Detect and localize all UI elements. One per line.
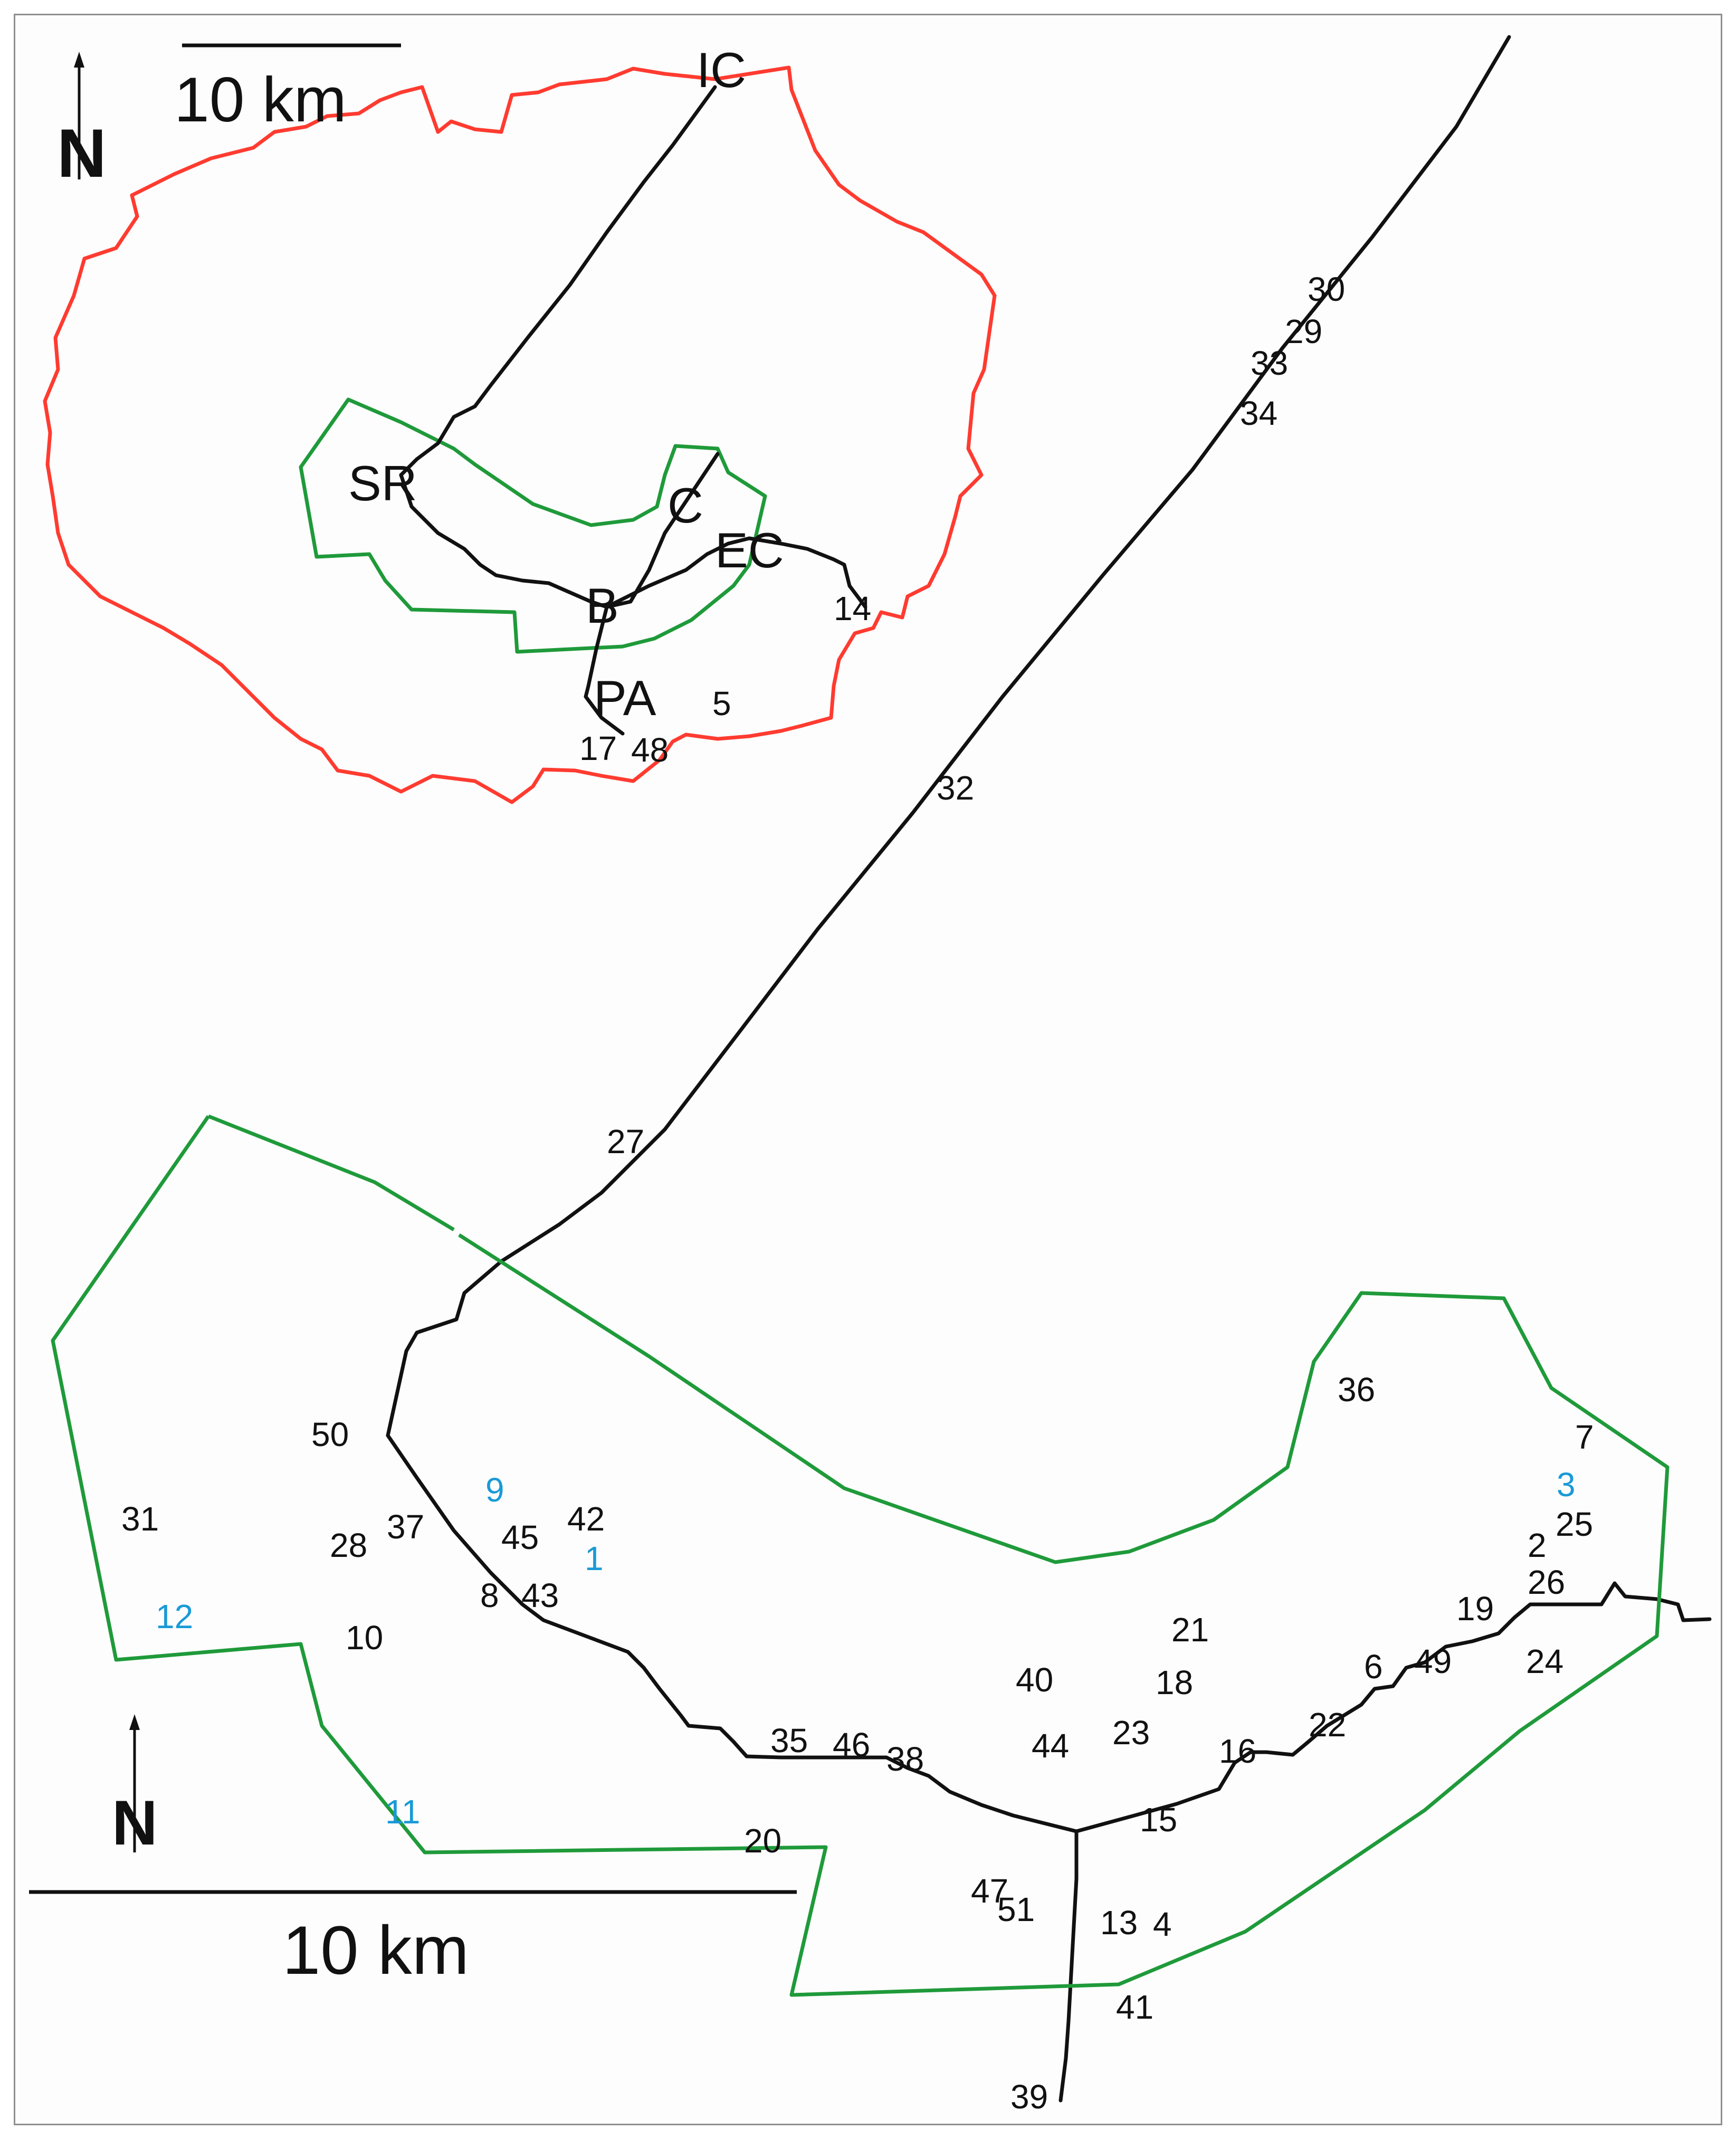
inset-road-b-pa [584,605,625,736]
point-label: 33 [1251,344,1288,382]
point-label: 37 [387,1508,424,1546]
point-label: 10 [346,1619,383,1657]
place-label-c: C [667,478,703,533]
point-label: 43 [521,1576,559,1614]
main-boundary-west [207,1114,455,1232]
point-label: 27 [607,1123,644,1161]
point-label: 35 [770,1722,808,1760]
highlight-point-label: 3 [1557,1466,1576,1504]
highlight-point-label: 11 [385,1793,420,1831]
main-road-south [1058,1829,1079,2103]
inset-outer-boundary [43,65,997,804]
inset-scale-label: 10 km [174,64,347,135]
point-label: 42 [567,1500,605,1538]
main-road-east [1074,1581,1712,1833]
point-label: 40 [1016,1661,1053,1699]
point-label: 18 [1156,1663,1193,1701]
inset-road-b-ec [605,536,867,609]
point-label: 24 [1526,1642,1563,1680]
inset-inner-boundary [299,397,767,654]
inset-point-label: 5 [712,685,731,722]
point-label: 8 [480,1576,499,1614]
main-scale-label: 10 km [282,1912,469,1989]
point-label: 51 [997,1890,1035,1928]
point-label: 39 [1010,2078,1048,2116]
point-label: 49 [1414,1642,1452,1680]
point-label: 23 [1112,1714,1150,1752]
point-label: 38 [886,1740,924,1778]
main-north-label: N [112,1788,158,1858]
map-frame [14,14,1722,2125]
point-label: 47 [971,1872,1008,1910]
main-road-diagonal [386,35,1511,1438]
point-label: 16 [1219,1732,1256,1770]
point-label: 4 [1153,1905,1172,1943]
point-label: 2 [1528,1526,1547,1564]
point-label: 26 [1528,1563,1565,1601]
point-label: 28 [330,1526,367,1564]
inset-road-sr-b [399,473,609,609]
point-label: 25 [1556,1505,1593,1543]
place-label-ic: IC [697,42,746,98]
highlight-point-label: 9 [485,1471,504,1509]
point-label: 32 [937,769,974,807]
inset-road-b-c [605,452,720,609]
point-label: 44 [1032,1727,1069,1765]
point-label: 41 [1116,1988,1153,2026]
main-boundary [51,1115,1670,1997]
point-label: 21 [1171,1611,1209,1649]
point-label: 34 [1240,394,1277,432]
inset-road-ic-sr [399,85,717,477]
highlight-point-label: 1 [585,1539,604,1577]
inset-north-label: N [57,115,107,192]
point-label: 29 [1285,312,1322,350]
inset-point-label: 14 [834,590,871,628]
main-road-west-south [386,1433,1079,1833]
point-label: 20 [744,1822,781,1860]
point-label: 45 [501,1518,539,1556]
point-label: 6 [1364,1648,1383,1686]
inset-point-label: 17 [579,729,617,767]
point-label: 36 [1338,1371,1375,1409]
place-label-pa: PA [594,670,656,726]
highlight-point-label: 12 [156,1598,193,1636]
inset-north-arrow-icon: N [57,52,107,192]
main-north-arrow-icon: N [112,1714,158,1858]
point-label: 50 [311,1415,349,1453]
point-label: 30 [1308,270,1345,308]
point-label: 46 [833,1726,870,1764]
point-label: 31 [121,1500,159,1538]
inset-point-label: 48 [631,731,669,769]
point-label: 19 [1456,1590,1494,1628]
point-label: 15 [1140,1801,1177,1839]
place-label-sr: SR [348,455,417,511]
point-label: 13 [1100,1904,1138,1942]
point-label: 7 [1575,1418,1594,1456]
point-label: 22 [1309,1706,1346,1744]
place-label-b: B [586,578,619,633]
place-label-ec: EC [715,522,784,578]
